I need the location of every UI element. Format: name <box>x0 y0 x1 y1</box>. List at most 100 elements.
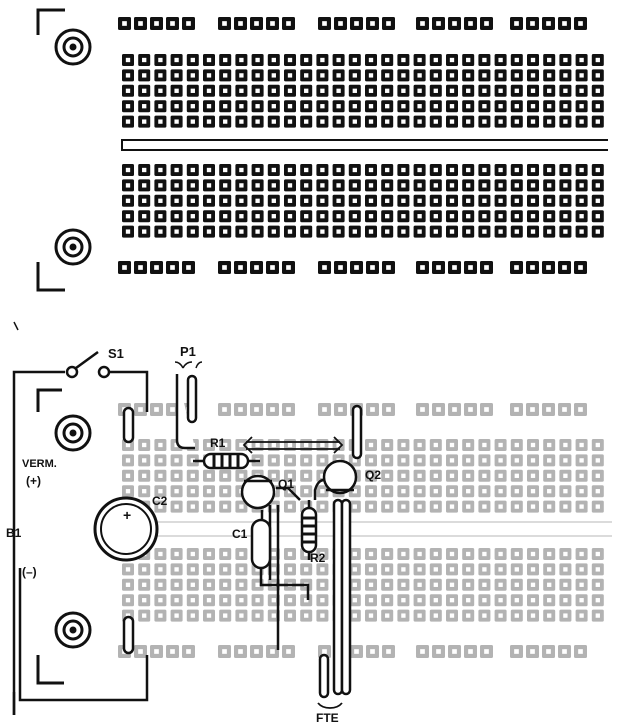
hole-opening <box>223 598 228 603</box>
hole-opening <box>530 489 536 494</box>
hole-opening <box>401 73 406 78</box>
hole-opening <box>190 214 195 219</box>
hole-opening <box>255 567 260 572</box>
hole-opening <box>287 229 293 234</box>
hole-opening <box>436 649 441 654</box>
hole-opening <box>322 649 327 654</box>
hole-opening <box>125 458 131 463</box>
hole-opening <box>498 598 503 603</box>
hole-opening <box>223 198 228 203</box>
hole-opening <box>449 458 455 463</box>
hole-opening <box>401 442 406 448</box>
corner-bracket-neg <box>36 655 64 685</box>
hole-opening <box>595 613 600 618</box>
transistor-q2 <box>313 459 358 696</box>
hole-opening <box>547 442 552 448</box>
hole-opening <box>370 265 375 270</box>
hole-opening <box>579 229 584 234</box>
hole-opening <box>174 57 179 63</box>
hole-opening <box>482 214 487 219</box>
hole-opening <box>547 504 552 509</box>
hole-opening <box>466 504 471 509</box>
hole-opening <box>320 598 325 603</box>
hole-opening <box>514 214 519 219</box>
hole-opening <box>125 88 131 93</box>
hole-opening <box>595 582 600 587</box>
hole-opening <box>530 265 535 270</box>
hole-opening <box>482 504 487 509</box>
hole-opening <box>254 407 259 412</box>
hole-opening <box>287 119 293 124</box>
hole-opening <box>386 649 391 654</box>
hole-opening <box>466 73 471 78</box>
hole-opening <box>484 21 489 26</box>
hole-opening <box>287 167 293 173</box>
hole-opening <box>385 73 390 78</box>
hole-opening <box>122 265 127 270</box>
hole-opening <box>320 473 325 478</box>
hole-opening <box>401 598 406 603</box>
hole-opening <box>482 198 487 203</box>
hole-opening <box>433 73 438 78</box>
hole-opening <box>595 442 600 448</box>
hole-opening <box>563 167 568 173</box>
hole-opening <box>255 198 260 203</box>
hole-opening <box>304 119 309 124</box>
hole-opening <box>271 198 276 203</box>
hole-opening <box>385 183 390 188</box>
hole-opening <box>417 504 422 509</box>
hole-opening <box>563 214 568 219</box>
hole-opening <box>158 183 163 188</box>
hole-opening <box>514 613 519 618</box>
hole-opening <box>482 183 487 188</box>
hole-opening <box>287 183 293 188</box>
center-channel-bottom <box>122 521 612 537</box>
hole-opening <box>385 473 390 478</box>
hole-opening <box>174 198 179 203</box>
hole-opening <box>563 567 568 572</box>
hole-opening <box>336 73 341 78</box>
hole-opening <box>142 73 147 78</box>
hole-opening <box>482 582 487 587</box>
hole-opening <box>304 183 309 188</box>
hole-opening <box>563 183 568 188</box>
hole-opening <box>498 229 503 234</box>
hole-opening <box>270 265 275 270</box>
label-plus: (+) <box>26 474 41 488</box>
hole-opening <box>206 567 212 572</box>
hole-opening <box>174 214 179 219</box>
hole-opening <box>352 167 357 173</box>
hole-opening <box>154 21 159 26</box>
hole-opening <box>498 57 503 63</box>
hole-opening <box>223 473 228 478</box>
hole-opening <box>190 613 195 618</box>
hole-opening <box>417 567 422 572</box>
hole-opening <box>304 551 309 557</box>
hole-opening <box>433 551 438 557</box>
corner-bracket-verm <box>36 388 62 412</box>
hole-opening <box>420 21 425 26</box>
hole-opening <box>449 214 455 219</box>
hole-opening <box>320 214 325 219</box>
wire-battery-minus <box>18 568 149 702</box>
hole-opening <box>255 598 260 603</box>
hole-opening <box>562 21 567 26</box>
hole-opening <box>271 551 276 557</box>
hole-opening <box>547 214 552 219</box>
hole-opening <box>514 473 519 478</box>
hole-opening <box>142 598 147 603</box>
hole-opening <box>223 119 228 124</box>
binding-post-bottom <box>54 228 92 266</box>
hole-opening <box>482 229 487 234</box>
hole-opening <box>336 198 341 203</box>
hole-opening <box>514 88 519 93</box>
fte-leads <box>317 653 343 709</box>
hole-opening <box>498 167 503 173</box>
hole-opening <box>190 183 195 188</box>
hole-opening <box>530 214 536 219</box>
hole-opening <box>530 442 536 448</box>
hole-opening <box>433 458 438 463</box>
hole-opening <box>222 265 227 270</box>
hole-opening <box>336 119 341 124</box>
hole-opening <box>579 473 584 478</box>
